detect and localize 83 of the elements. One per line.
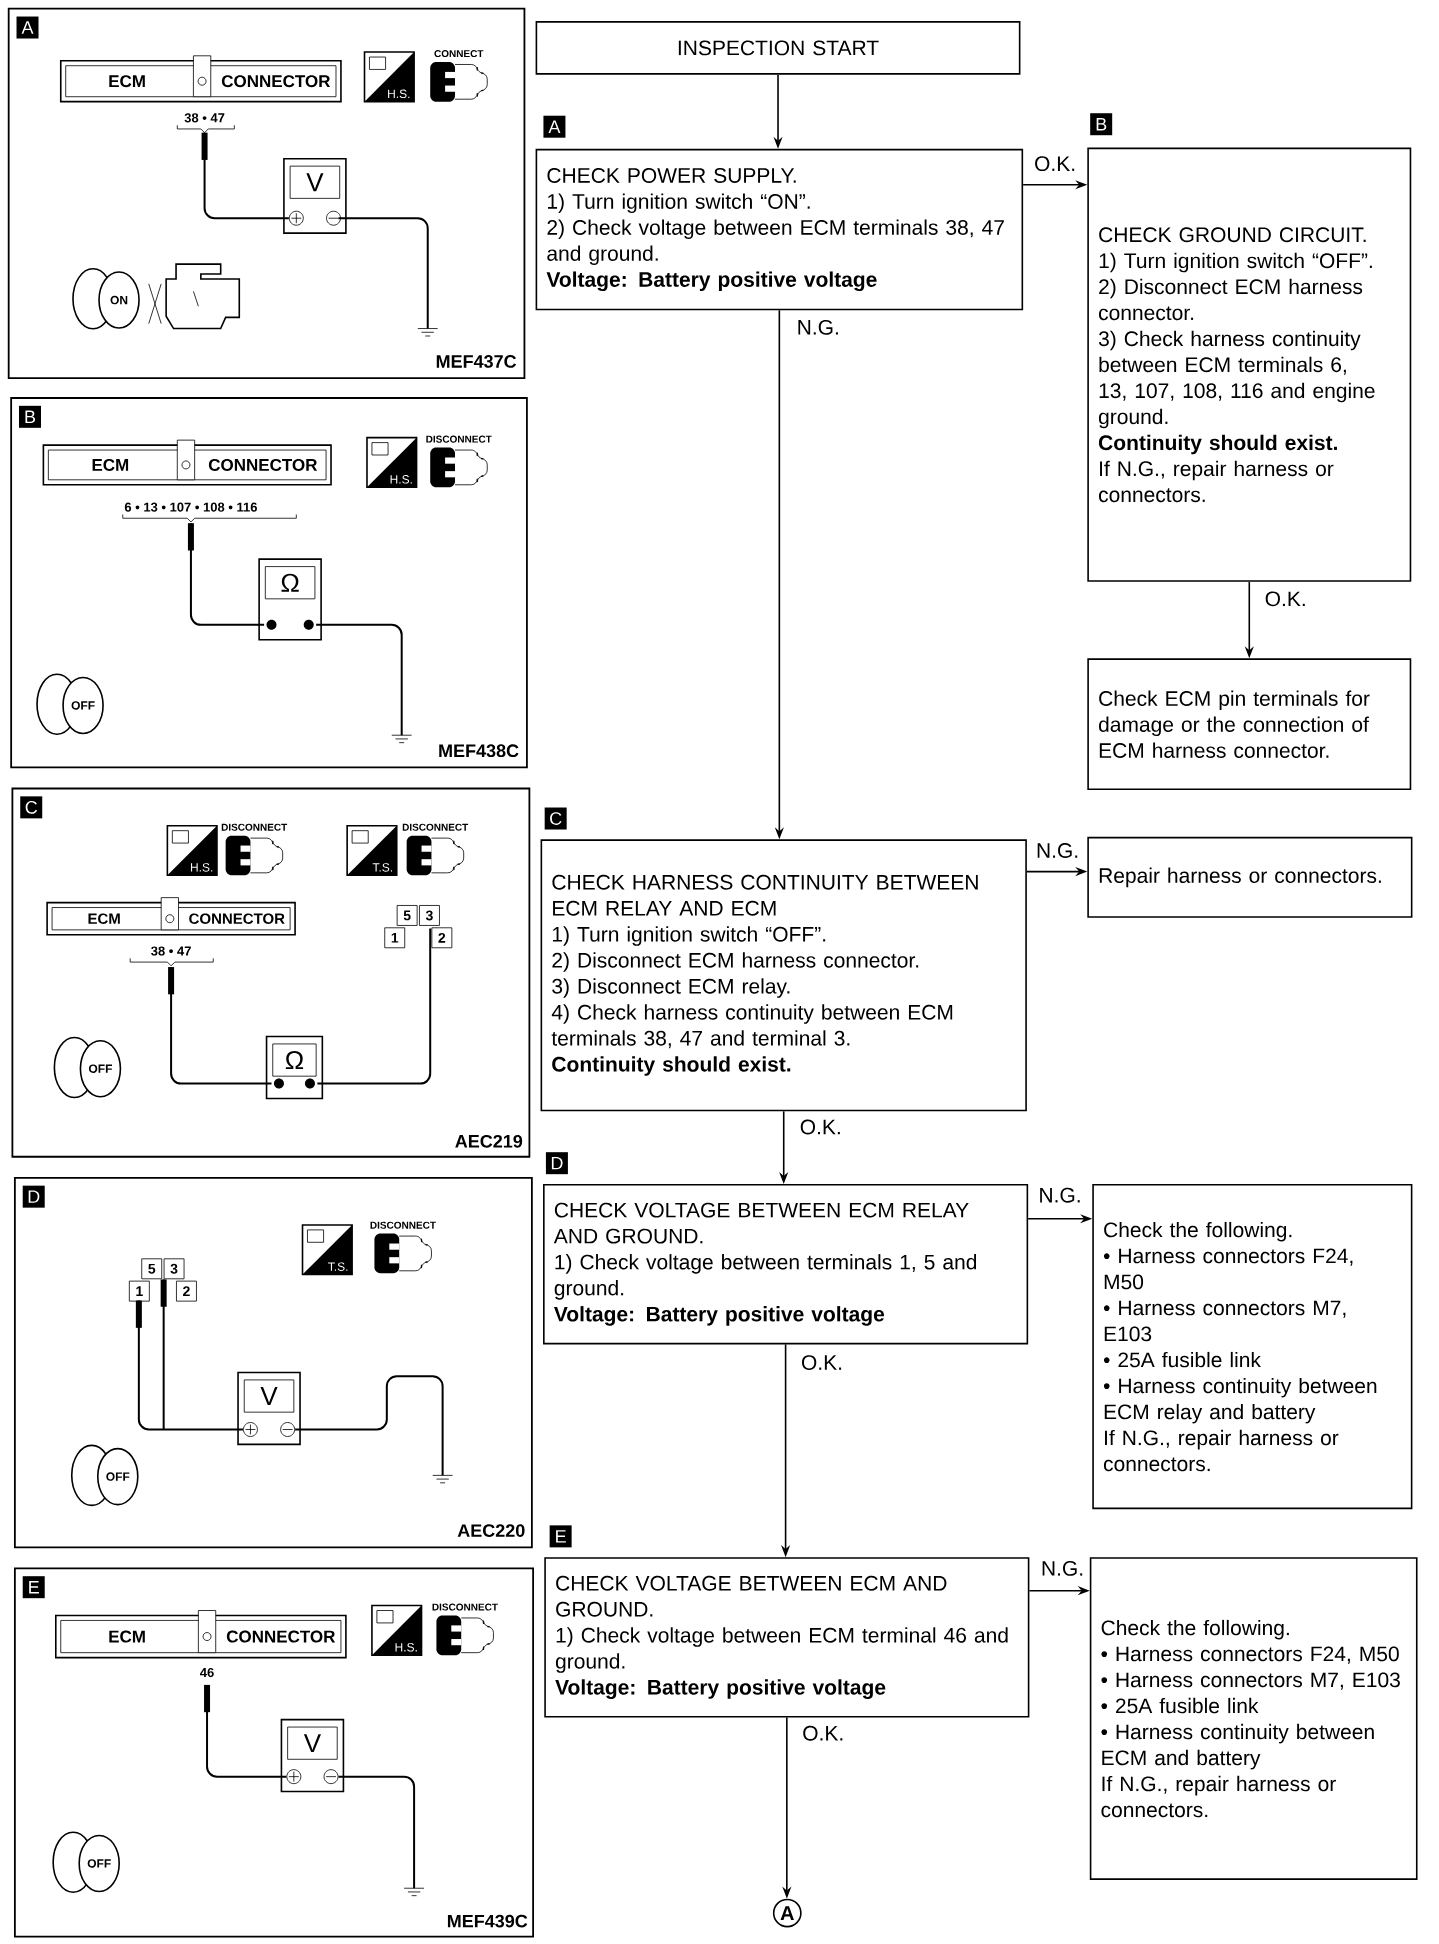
- step-box: Check the following. • Harness connectors F24, M50 • Harness connectors M7, E103 • 25A fusible link • Harness continuity between ECM relay and battery If N.G., repair harness or connectors.: [1092, 1184, 1413, 1510]
- node-label: Voltage: Battery positive voltage: [546, 271, 877, 292]
- tester-drawing: V: [280, 1718, 345, 1793]
- figure-code: MEF439C: [447, 1914, 528, 1928]
- edge-label: O.K.: [1262, 589, 1309, 609]
- node-label: 2) Check voltage between ECM terminals 38, 47 and ground.: [547, 219, 1004, 266]
- label: 1: [391, 932, 399, 943]
- node-label: 3) Check harness continuity between ECM terminals 6, 13, 107, 108, 116 and engine ground.: [1098, 330, 1375, 429]
- node-label: Continuity should exist.: [552, 1056, 791, 1076]
- node-label: Continuity should exist.: [1098, 434, 1337, 455]
- edge-label: N.G.: [1038, 1558, 1086, 1578]
- icon-caption: DISCONNECT: [426, 435, 492, 443]
- node-label: CHECK HARNESS CONTINUITY BETWEEN ECM RELAY AND ECM: [552, 874, 978, 916]
- letter-tile: A: [543, 115, 566, 138]
- icon-caption: DISCONNECT: [432, 1603, 498, 1611]
- label: 2: [182, 1286, 190, 1297]
- tester-drawing: Ω: [265, 1035, 323, 1100]
- terminal-label: 6 • 13 • 107 • 108 • 116: [124, 502, 257, 512]
- label: 3: [425, 910, 433, 921]
- tester-drawing: V: [282, 157, 347, 234]
- step-box: CHECK HARNESS CONTINUITY BETWEEN ECM RELAY AND ECM 1) Turn ignition switch “OFF”. 2) Disconnect ECM harness connector. 3) Disconnect ECM relay. 4) Check harness continuity between ECM terminals 38, 47 and terminal 3. Continuity should exist.: [540, 839, 1027, 1112]
- node-label: CHECK POWER SUPPLY.: [547, 168, 796, 183]
- step-box: CHECK VOLTAGE BETWEEN ECM RELAY AND GROUND. 1) Check voltage between terminals 1, 5 and ground. Voltage: Battery positive voltage: [542, 1184, 1028, 1345]
- relay-connector-drawing: 5 3 1 2: [384, 905, 453, 949]
- node-label: 2) Disconnect ECM harness connector.: [1098, 278, 1362, 321]
- edge-label: N.G.: [1033, 841, 1081, 860]
- step-box: CHECK GROUND CIRCUIT. 1) Turn ignition switch “OFF”. 2) Disconnect ECM harness connector. 3) Check harness continuity between ECM terminals 6, 13, 107, 108, 116 and engine ground. Continuity should exist. If N.G., repair harness or connectors.: [1087, 147, 1412, 582]
- step-box: CHECK VOLTAGE BETWEEN ECM AND GROUND. 1) Check voltage between ECM terminal 46 and ground. Voltage: Battery positive voltage: [544, 1557, 1030, 1718]
- edge-label: N.G.: [1036, 1185, 1084, 1205]
- step-box: CHECK POWER SUPPLY. 1) Turn ignition switch “ON”. 2) Check voltage between ECM terminals 38, 47 and ground. Voltage: Battery positive voltage: [535, 148, 1023, 311]
- connector-label: CONNECTOR: [221, 75, 330, 88]
- letter-tile: C: [20, 796, 43, 819]
- edge-label: O.K.: [800, 1723, 847, 1743]
- icon-caption: CONNECT: [434, 50, 484, 58]
- letter-tile: E: [549, 1525, 572, 1548]
- edge-label: O.K.: [1031, 154, 1078, 174]
- terminal-label: 46: [199, 1667, 214, 1678]
- step-box: Check the following. • Harness connectors F24, M50 • Harness connectors M7, E103 • 25A fusible link • Harness continuity between ECM and battery If N.G., repair harness or connectors.: [1089, 1557, 1418, 1880]
- label: 5: [403, 910, 411, 921]
- start-box: INSPECTION START: [535, 21, 1021, 75]
- terminal-label: 38 • 47: [184, 113, 225, 123]
- edge-label: O.K.: [797, 1117, 844, 1137]
- connector-label: ECM: [109, 1630, 145, 1643]
- icon-caption: DISCONNECT: [221, 823, 287, 831]
- connector-label: ECM: [88, 913, 120, 924]
- label: 3: [170, 1263, 178, 1274]
- connector-label: ECM: [109, 75, 145, 88]
- letter-tile: C: [544, 807, 567, 830]
- edge-label: N.G.: [794, 317, 842, 337]
- relay-connector-drawing: 5 3 1 2: [128, 1258, 197, 1302]
- label: 1: [136, 1286, 143, 1296]
- node-label: 1) Turn ignition switch “OFF”.: [1099, 252, 1372, 273]
- icon-caption: DISCONNECT: [370, 1221, 436, 1229]
- letter-tile: B: [1090, 113, 1112, 136]
- node-label: 1) Turn ignition switch “OFF”.: [552, 926, 825, 946]
- connector-label: CONNECTOR: [226, 1630, 335, 1643]
- step-box: Repair harness or connectors.: [1087, 836, 1413, 918]
- tester-drawing: V: [237, 1371, 301, 1446]
- node-label: 1) Turn ignition switch “ON”.: [547, 193, 810, 214]
- connector-label: CONNECTOR: [189, 913, 285, 924]
- figure-code: AEC219: [455, 1134, 522, 1148]
- letter-tile: B: [18, 405, 41, 428]
- tester-drawing: Ω: [258, 558, 322, 641]
- figure-code: AEC220: [457, 1524, 525, 1537]
- label: 2: [438, 932, 445, 943]
- letter-tile: A: [16, 16, 39, 39]
- icon-caption: DISCONNECT: [402, 823, 468, 831]
- figure-code: MEF438C: [439, 744, 519, 758]
- connector-label: CONNECTOR: [208, 458, 317, 471]
- terminal-label: 38 • 47: [150, 946, 191, 956]
- node-label: If N.G., repair harness or connectors.: [1098, 460, 1334, 503]
- connector-label: ECM: [92, 458, 128, 471]
- node-label: 2) Disconnect ECM harness connector.: [552, 952, 918, 972]
- step-box: Check ECM pin terminals for damage or the connection of ECM harness connector.: [1087, 658, 1412, 791]
- figure-code: MEF437C: [436, 355, 516, 368]
- edge-label: O.K.: [798, 1353, 845, 1372]
- letter-tile: E: [22, 1576, 45, 1599]
- letter-tile: D: [545, 1152, 568, 1175]
- letter-tile: D: [22, 1185, 45, 1208]
- node-label: CHECK GROUND CIRCUIT.: [1098, 227, 1366, 243]
- node-label: 3) Disconnect ECM relay.: [551, 978, 790, 998]
- label: 5: [148, 1263, 156, 1274]
- node-label: 4) Check harness continuity between ECM terminals 38, 47 and terminal 3.: [551, 1004, 952, 1049]
